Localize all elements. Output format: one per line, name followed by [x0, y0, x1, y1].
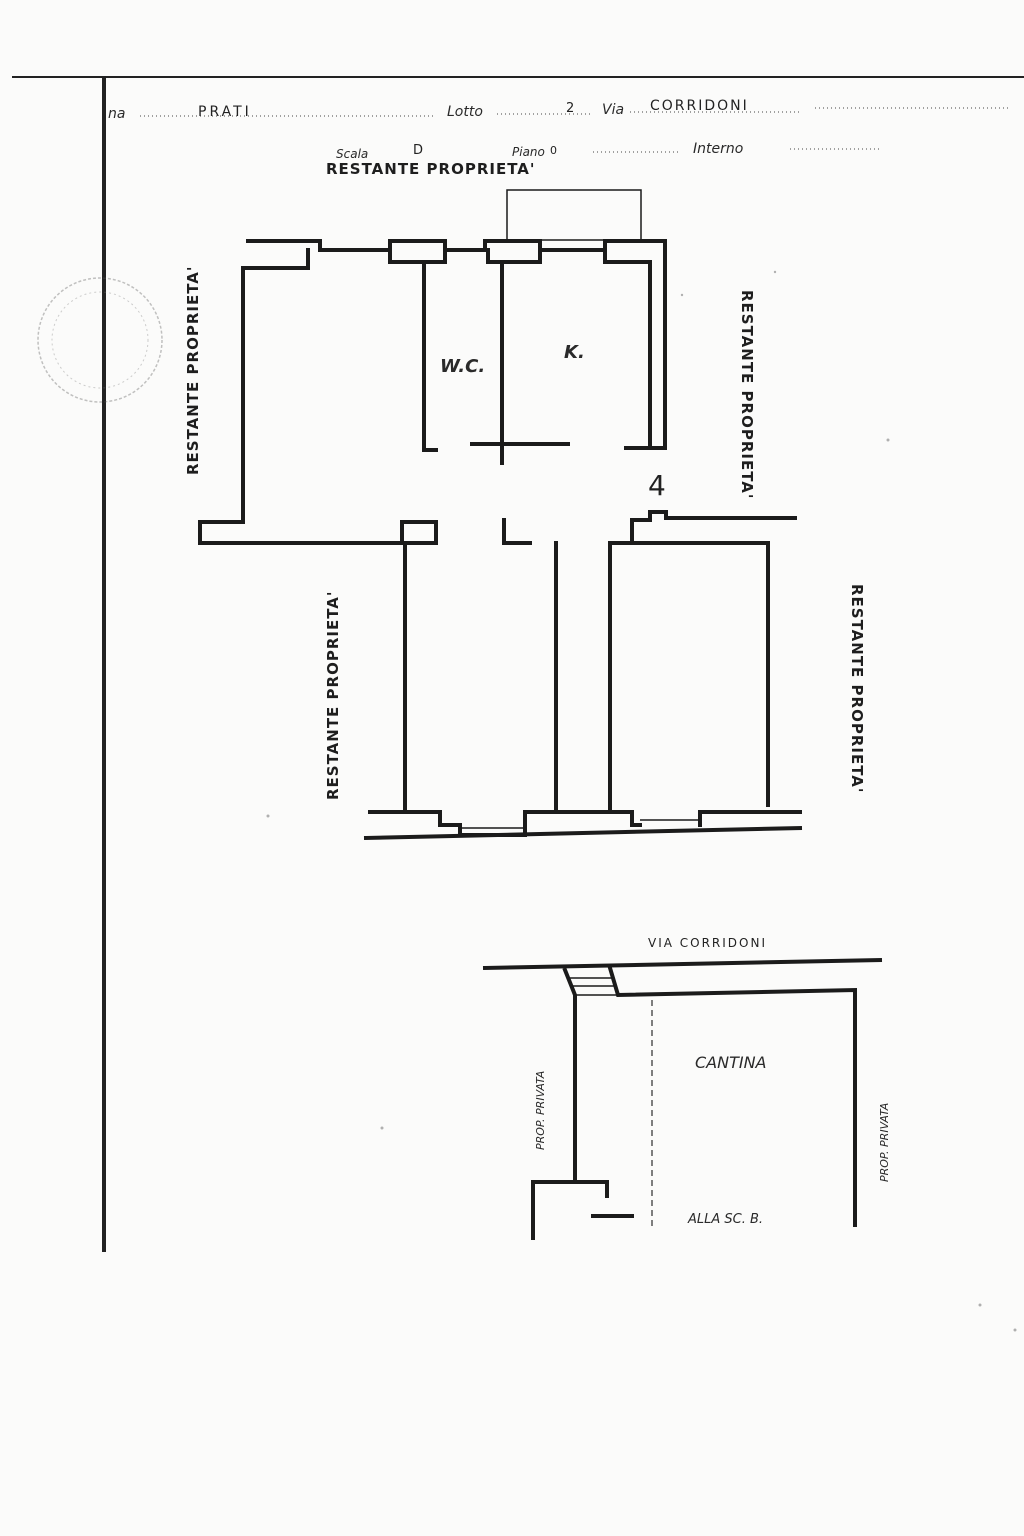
apartment-walls [198, 239, 803, 841]
scala-label: Scala [336, 147, 368, 161]
label-right-upper-restante-proprieta: RESTANTE PROPRIETA' [738, 290, 756, 499]
cellar-walls [482, 957, 883, 1240]
label-stair-note: ALLA SC. B. [687, 1212, 763, 1227]
scan-specks [266, 270, 1017, 1332]
label-unit-number: 4 [648, 469, 666, 502]
zona-value: PRATI [198, 104, 252, 120]
stamp-seal [37, 277, 163, 403]
label-right-prop-privata: PROP. PRIVATA [878, 1103, 891, 1182]
lotto-value: 2 [566, 101, 574, 116]
label-via-corridoni: VIA CORRIDONI [648, 936, 767, 950]
via-label: Via [602, 102, 624, 118]
piano-value: 0 [550, 144, 557, 157]
balcony-outline [506, 189, 642, 241]
piano-label: Piano [512, 145, 545, 159]
label-left-upper-restante-proprieta: RESTANTE PROPRIETA' [184, 266, 202, 475]
label-left-lower-restante-proprieta: RESTANTE PROPRIETA' [324, 591, 342, 800]
label-wc: W.C. [440, 356, 485, 377]
label-kitchen: K. [564, 342, 585, 363]
header-form: na PRATI Lotto 2 Via CORRIDONI Scala D P… [108, 98, 1010, 161]
label-top-restante-proprieta: RESTANTE PROPRIETA' [326, 160, 535, 178]
label-cantina: CANTINA [695, 1053, 767, 1072]
label-right-lower-restante-proprieta: RESTANTE PROPRIETA' [848, 584, 866, 793]
lotto-label: Lotto [447, 104, 483, 120]
via-value: CORRIDONI [650, 98, 749, 114]
label-left-prop-privata: PROP. PRIVATA [534, 1071, 547, 1150]
zona-label: na [108, 106, 125, 122]
scala-value: D [413, 143, 423, 158]
interno-label: Interno [693, 141, 743, 157]
